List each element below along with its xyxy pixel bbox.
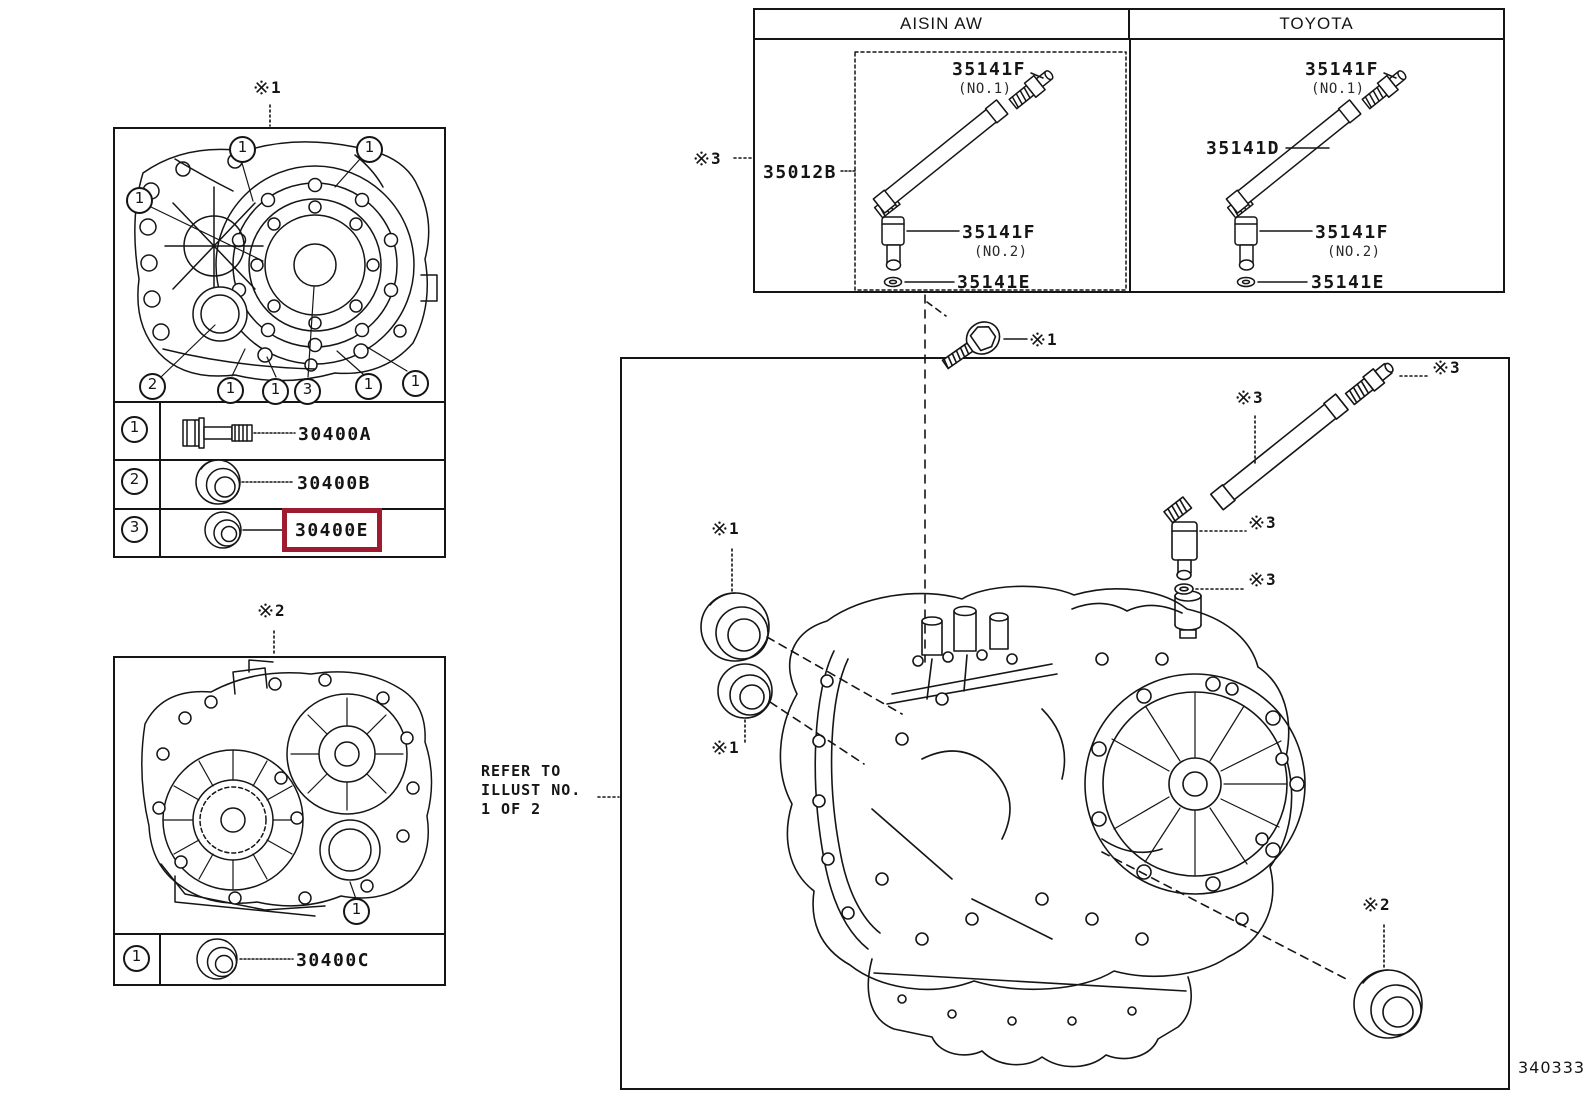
ref-marker-2-seal: 2 [1363,895,1390,914]
reference-mark-icon [1249,572,1264,587]
callout-1: 1 [217,377,244,404]
part-label-35141e-aisin[interactable]: 35141E [957,272,1032,293]
part-label-35141e-toyota[interactable]: 35141E [1311,272,1386,293]
callout-1: 1 [355,373,382,400]
refer-note-line1: REFER TO [481,762,562,780]
part-label-30400e[interactable]: 30400E [294,519,370,541]
main-assembly-panel [620,357,1510,1090]
part-label-35141f-no2-toyota[interactable]: 35141F [1315,222,1390,243]
callout-1: 1 [343,898,370,925]
callout-1: 1 [126,187,153,214]
legend-row-number: 1 [121,416,148,443]
transaxle-rear-illustration [115,659,444,984]
legend-row-number: 1 [123,945,150,972]
diagram-code: 340333 [1518,1058,1586,1077]
reference-mark-icon [1433,360,1448,375]
part-sublabel-no2-toyota: (NO.2) [1327,244,1381,260]
highlighted-part-box[interactable]: 30400E [282,508,382,552]
part-sublabel-no2-aisin: (NO.2) [974,244,1028,260]
aisin-aw-cell: 35141F (NO.1) 35012B 35141F (NO.2) 35141… [755,40,1131,293]
callout-1: 1 [402,370,429,397]
reference-mark-icon [712,740,727,755]
reference-mark-icon [258,603,273,618]
reference-mark-icon [1249,515,1264,530]
callout-2: 2 [139,373,166,400]
reference-mark-icon [1363,897,1378,912]
oil-seal-illustration [1353,969,1423,1039]
column-header-toyota: TOYOTA [1279,14,1354,33]
part-label-35012b[interactable]: 35012B [763,162,838,183]
oil-seal-illustration [700,592,770,662]
transaxle-front-illustration [115,141,444,556]
column-header-aisin-aw: AISIN AW [755,10,1130,38]
ref-marker-1-seal-top: 1 [712,519,739,538]
illust-2-panel: 1 1 30400C [113,656,446,986]
part-label-30400a[interactable]: 30400A [298,424,373,445]
ref-marker-3-table: 3 [694,149,721,168]
refer-note-line2: ILLUST NO. [481,781,582,799]
supplier-table-header: AISIN AW TOYOTA [755,10,1503,40]
illust-1-panel: 1 1 1 2 1 1 3 1 1 1 2 3 30400A 30400B 30… [113,127,446,558]
ref-marker-2-illust2: 2 [258,601,285,620]
reference-mark-icon [254,80,269,95]
refer-note: REFER TO ILLUST NO. 1 OF 2 [481,762,611,819]
oil-seal-illustration [717,663,773,719]
part-label-35141f-no1-toyota[interactable]: 35141F [1305,59,1380,80]
part-label-30400b[interactable]: 30400B [297,473,372,494]
part-label-35141d[interactable]: 35141D [1206,138,1281,159]
oil-seal-icon [195,459,241,505]
refer-note-line3: 1 OF 2 [481,800,542,818]
toyota-breather-hose-illustration [1225,70,1407,288]
reference-mark-icon [1030,332,1045,347]
bolt-icon [182,417,253,449]
reference-mark-icon [712,521,727,536]
part-label-35141f-no2-aisin[interactable]: 35141F [962,222,1037,243]
ref-marker-1-illust1: 1 [254,78,281,97]
legend-row-number: 3 [121,516,148,543]
ref-marker-1-seal-bottom: 1 [712,738,739,757]
part-label-35141f-no1-aisin[interactable]: 35141F [952,59,1027,80]
ref-marker-3-oring: 3 [1249,570,1276,589]
transaxle-assembly-illustration [700,362,1431,1068]
oil-seal-icon [196,938,238,980]
ref-marker-3-tube: 3 [1236,388,1263,407]
toyota-cell: 35141F (NO.1) 35141D 35141F (NO.2) 35141… [1131,40,1505,293]
ref-marker-3-elbow: 3 [1249,513,1276,532]
part-sublabel-no1-toyota: (NO.1) [1311,81,1365,97]
callout-1: 1 [229,136,256,163]
callout-3: 3 [294,378,321,405]
ref-marker-1-bolt: 1 [1030,330,1057,349]
legend-row-number: 2 [121,468,148,495]
oil-seal-icon [204,511,242,549]
callout-1: 1 [262,378,289,405]
reference-mark-icon [1236,390,1251,405]
supplier-comparison-table: AISIN AW TOYOTA [753,8,1505,293]
ref-marker-3-fitting: 3 [1433,358,1460,377]
part-sublabel-no1-aisin: (NO.1) [958,81,1012,97]
callout-1: 1 [356,136,383,163]
reference-mark-icon [694,151,709,166]
part-label-30400c[interactable]: 30400C [296,950,371,971]
aisin-inner-dashed-box [854,51,1127,291]
aisin-breather-hose-illustration [840,51,1127,291]
